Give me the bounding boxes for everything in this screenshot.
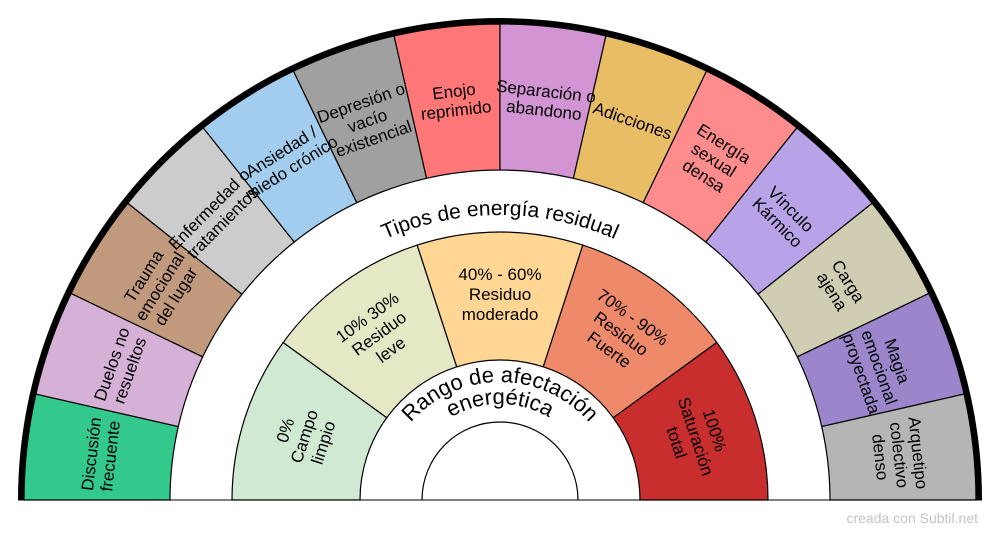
center-hole-outline <box>421 421 579 501</box>
outer-segment-label-line: Enojo <box>431 80 476 104</box>
inner-segment-label-line: moderado <box>462 305 539 324</box>
credit-text: creada con Subtil.net <box>846 510 978 526</box>
inner-segment-label: 100%Saturacióntotal <box>655 389 736 485</box>
inner-segment-label-line: Residuo <box>469 285 531 304</box>
inner-segment-label-line: 40% - 60% <box>458 265 541 284</box>
